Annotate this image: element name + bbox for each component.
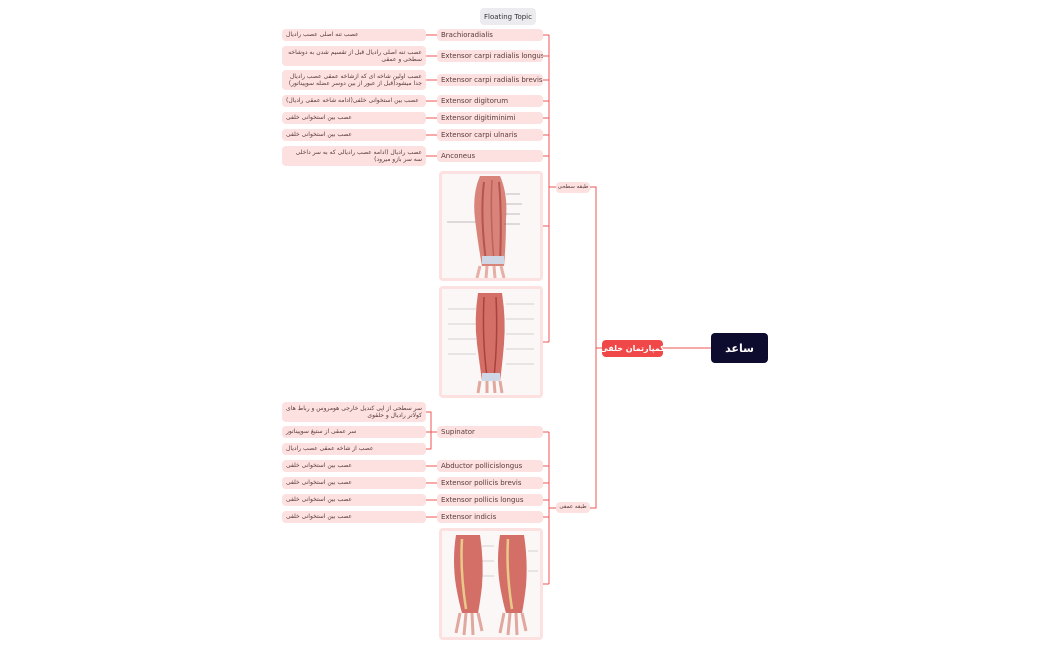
forearm-deep-illustration[interactable] bbox=[439, 528, 543, 640]
connector-line bbox=[426, 432, 432, 450]
nerve-note[interactable]: سر سطحی از اپی کندیل خارجی هومروس و رباط… bbox=[282, 402, 426, 422]
connector-line bbox=[590, 186, 602, 349]
muscle-topic[interactable]: Extensor pollicis longus bbox=[437, 494, 543, 506]
nerve-note[interactable]: عصب بین استخوانی خلفی bbox=[282, 129, 426, 141]
nerve-note[interactable]: عصب بین استخوانی خلفی bbox=[282, 494, 426, 506]
muscle-topic[interactable]: Extensor pollicis brevis bbox=[437, 477, 543, 489]
nerve-note[interactable]: عصب رادیال (ادامه عصب رادیالی که به سر د… bbox=[282, 146, 426, 166]
muscle-topic[interactable]: Extensor carpi radialis longus bbox=[437, 50, 543, 62]
deep-layer-topic[interactable]: طبقه عمقی bbox=[556, 502, 590, 513]
nerve-note[interactable]: عصب بین استخوانی خلفی bbox=[282, 460, 426, 472]
nerve-note[interactable]: عصب تنه اصلی عصب رادیال bbox=[282, 29, 426, 41]
forearm-posterior-illustration[interactable] bbox=[439, 286, 543, 398]
muscle-topic[interactable]: Abductor pollicislongus bbox=[437, 460, 543, 472]
connector-line bbox=[426, 411, 437, 433]
muscle-topic[interactable]: Extensor digitiminimi bbox=[437, 112, 543, 124]
nerve-note[interactable]: عصب بین استخوانی خلفی bbox=[282, 477, 426, 489]
muscle-topic[interactable]: Supinator bbox=[437, 426, 543, 438]
nerve-note[interactable]: عصب بین استخوانی خلفی(ادامه شاخه عمقی را… bbox=[282, 95, 426, 107]
muscle-topic[interactable]: Extensor indicis bbox=[437, 511, 543, 523]
nerve-note[interactable]: عصب تنه اصلی رادیال قبل از تقسیم شدن به … bbox=[282, 46, 426, 66]
muscle-topic[interactable]: Extensor carpi ulnaris bbox=[437, 129, 543, 141]
root-topic[interactable]: ساعد bbox=[711, 333, 768, 363]
nerve-note[interactable]: عصب از شاخه عمقی عصب رادیال bbox=[282, 443, 426, 455]
muscle-topic[interactable]: Extensor carpi radialis brevis bbox=[437, 74, 543, 86]
forearm-deep-image bbox=[454, 535, 538, 636]
floating-topic[interactable]: Floating Topic bbox=[480, 8, 536, 25]
muscle-topic[interactable]: Anconeus bbox=[437, 150, 543, 162]
posterior-compartment-topic[interactable]: کمپارتمان خلفی bbox=[600, 340, 665, 357]
nerve-note[interactable]: عصب اولین شاخه ای که ازشاخه عمقی عصب راد… bbox=[282, 70, 426, 90]
nerve-note[interactable]: عصب بین استخوانی خلفی bbox=[282, 112, 426, 124]
forearm-posterior-image bbox=[448, 293, 534, 394]
nerve-note[interactable]: سر عمقی از ستیغ سوپیناتور bbox=[282, 426, 426, 438]
muscle-topic[interactable]: Brachioradialis bbox=[437, 29, 543, 41]
superficial-layer-topic[interactable]: طبقه سطحی bbox=[556, 182, 590, 193]
forearm-superficial-illustration[interactable] bbox=[439, 171, 543, 281]
nerve-note[interactable]: عصب بین استخوانی خلفی bbox=[282, 511, 426, 523]
connector-line bbox=[590, 348, 597, 509]
muscle-topic[interactable]: Extensor digitorum bbox=[437, 95, 543, 107]
forearm-superficial-image bbox=[447, 176, 522, 278]
